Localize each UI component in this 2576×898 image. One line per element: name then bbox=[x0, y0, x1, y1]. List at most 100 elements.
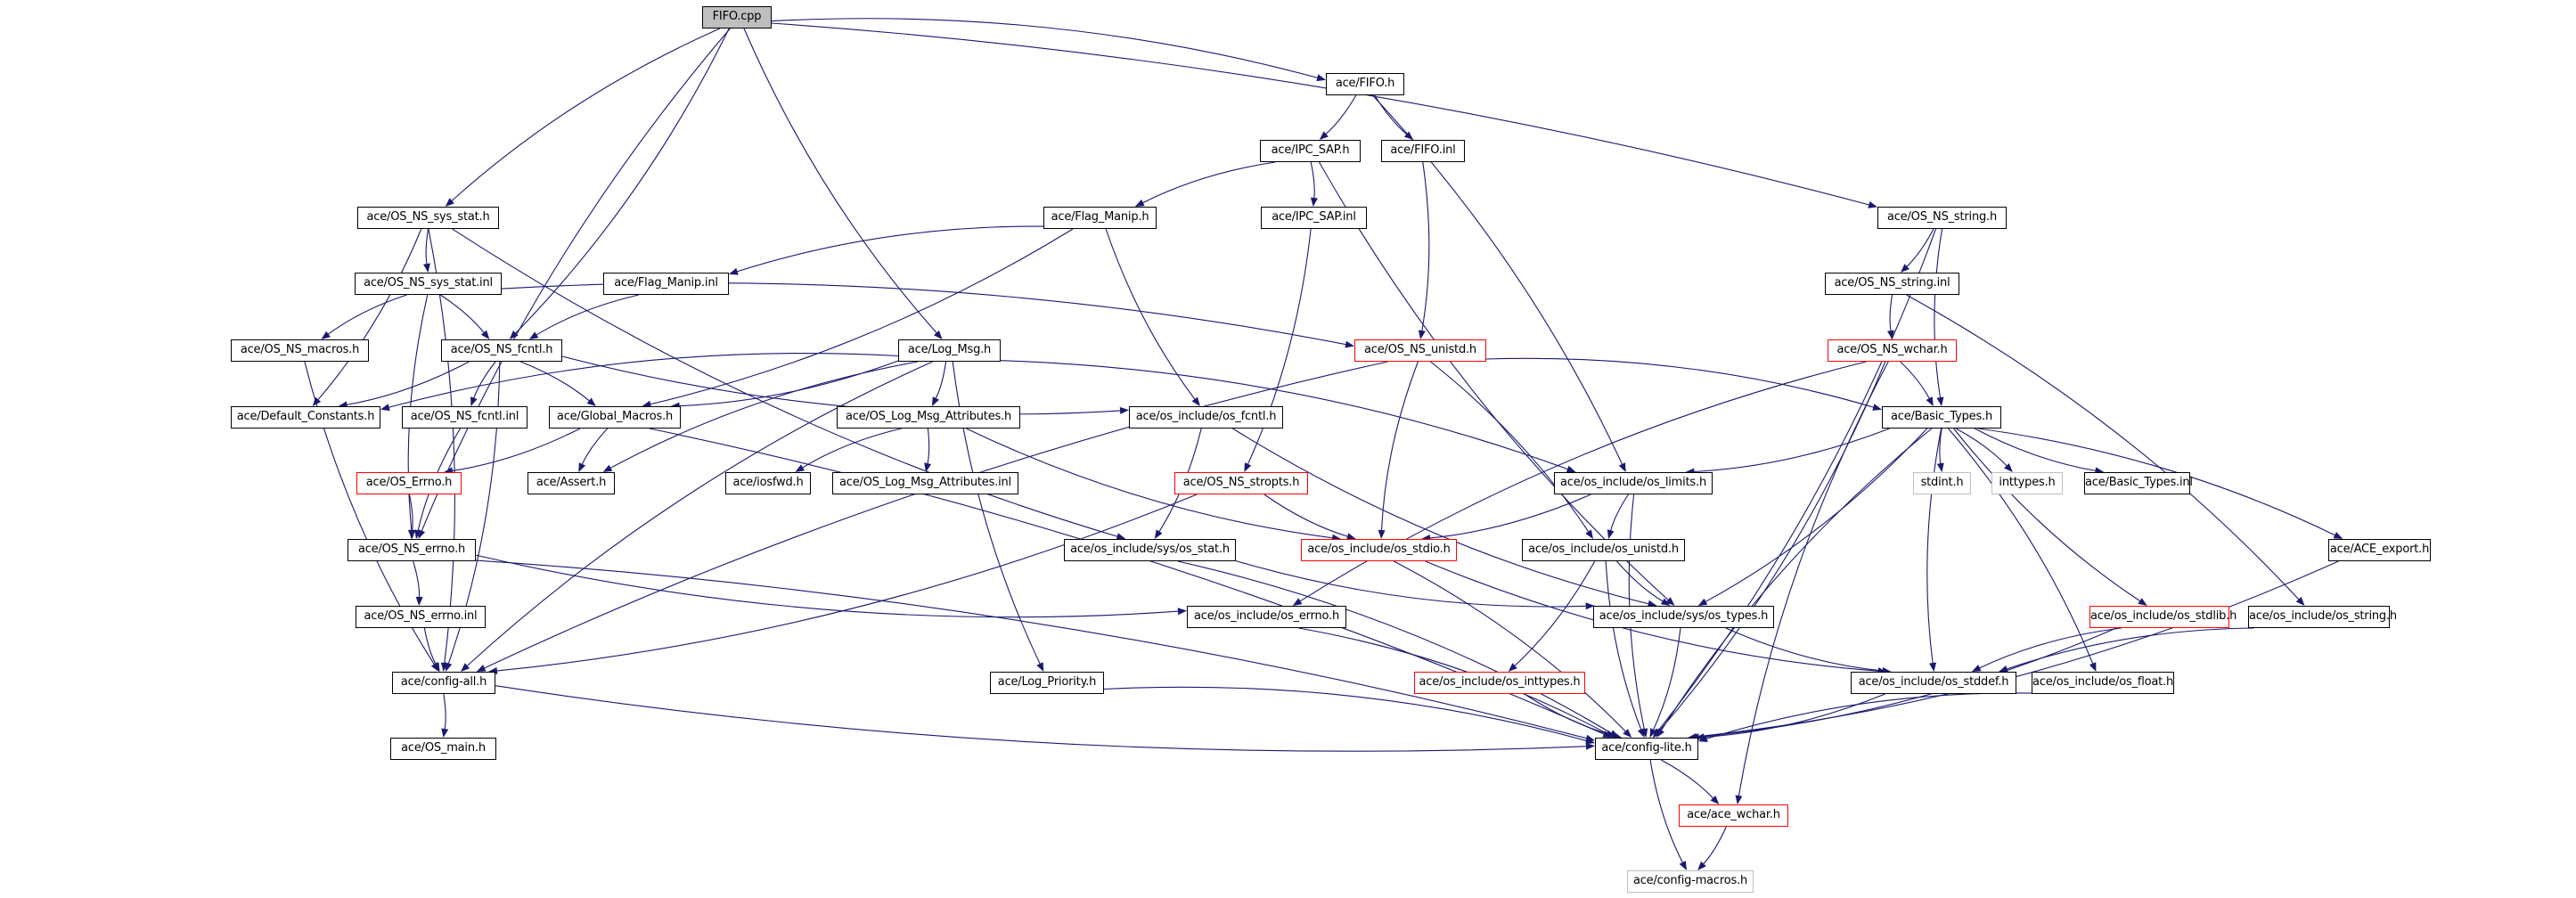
edge-flag-manip-h-to-flag-manip-inl bbox=[729, 225, 1044, 275]
edge-line bbox=[1485, 357, 1875, 408]
graph-node-fifo-h[interactable]: ace/FIFO.h bbox=[1326, 73, 1404, 95]
graph-node-os-float-h[interactable]: ace/os_include/os_float.h bbox=[2032, 672, 2174, 694]
edge-arrowhead-icon bbox=[2295, 597, 2305, 606]
graph-node-ipc-sap-inl[interactable]: ace/IPC_SAP.inl bbox=[1261, 207, 1367, 229]
graph-node-ace-wchar-h[interactable]: ace/ace_wchar.h bbox=[1679, 804, 1788, 827]
graph-node-os-fcntl-h[interactable]: ace/os_include/os_fcntl.h bbox=[1129, 406, 1283, 429]
edge-basic-types-h-to-ace-export-h bbox=[1978, 428, 2343, 539]
graph-node-assert-h[interactable]: ace/Assert.h bbox=[527, 472, 615, 494]
graph-node-os-log-msg-attributes-h[interactable]: ace/OS_Log_Msg_Attributes.h bbox=[837, 406, 1020, 429]
graph-node-sys-os-types-h[interactable]: ace/os_include/sys/os_types.h bbox=[1593, 606, 1774, 628]
graph-node-os-ns-errno-h[interactable]: ace/OS_NS_errno.h bbox=[348, 539, 476, 561]
edge-line bbox=[519, 361, 591, 402]
edge-arrowhead-icon bbox=[1735, 795, 1743, 804]
edge-os-float-h-to-config-lite-h bbox=[1698, 692, 2032, 742]
edge-arrowhead-icon bbox=[1999, 665, 2008, 673]
graph-node-flag-manip-inl[interactable]: ace/Flag_Manip.inl bbox=[603, 273, 729, 295]
edge-os-ns-string-h-to-basic-types-h bbox=[1934, 228, 1944, 406]
edge-ipc-sap-inl-to-os-ns-stropts-h bbox=[1244, 228, 1312, 472]
edge-line bbox=[1906, 294, 2300, 600]
graph-node-os-stdlib-h[interactable]: ace/os_include/os_stdlib.h bbox=[2089, 606, 2237, 628]
graph-node-os-main-h[interactable]: ace/OS_main.h bbox=[390, 738, 496, 760]
edge-arrowhead-icon bbox=[1612, 731, 1623, 739]
edge-line bbox=[771, 18, 1319, 79]
graph-node-os-ns-fcntl-inl[interactable]: ace/OS_NS_fcntl.inl bbox=[402, 406, 527, 429]
graph-node-os-stddef-h[interactable]: ace/os_include/os_stddef.h bbox=[1851, 672, 2016, 694]
edge-arrowhead-icon bbox=[586, 397, 596, 406]
edge-sys-os-types-h-to-os-stddef-h bbox=[1725, 627, 1892, 674]
graph-node-os-ns-errno-inl[interactable]: ace/OS_NS_errno.inl bbox=[356, 606, 486, 628]
graph-node-iosfwd-h[interactable]: ace/iosfwd.h bbox=[725, 472, 811, 494]
edge-arrowhead-icon bbox=[470, 396, 478, 406]
graph-node-default-constants-h[interactable]: ace/Default_Constants.h bbox=[231, 406, 380, 429]
graph-node-os-ns-wchar-h[interactable]: ace/OS_NS_wchar.h bbox=[1828, 339, 1957, 362]
graph-node-os-errno-cap-h[interactable]: ace/OS_Errno.h bbox=[356, 472, 462, 494]
graph-node-os-inttypes-h[interactable]: ace/os_include/os_inttypes.h bbox=[1414, 672, 1585, 694]
graph-node-os-errno-h[interactable]: ace/os_include/os_errno.h bbox=[1187, 606, 1346, 628]
graph-node-os-string-h[interactable]: ace/os_include/os_string.h bbox=[2248, 606, 2397, 628]
edge-line bbox=[317, 228, 422, 401]
edge-os-ns-unistd-h-to-basic-types-h bbox=[1485, 357, 1882, 411]
graph-node-os-ns-string-inl[interactable]: ace/OS_NS_string.inl bbox=[1825, 273, 1959, 295]
graph-node-config-all-h[interactable]: ace/config-all.h bbox=[392, 672, 495, 694]
graph-node-sys-os-stat-h[interactable]: ace/os_include/sys/os_stat.h bbox=[1064, 539, 1236, 561]
edge-line bbox=[1425, 560, 1879, 672]
edge-os-ns-string-h-to-os-ns-string-inl bbox=[1901, 228, 1934, 273]
edge-flag-manip-inl-to-os-ns-fcntl-h bbox=[528, 294, 639, 339]
edge-line bbox=[743, 28, 938, 334]
edge-line bbox=[514, 28, 730, 334]
edge-line bbox=[1889, 294, 1893, 332]
graph-node-ipc-sap-h[interactable]: ace/IPC_SAP.h bbox=[1260, 140, 1361, 162]
graph-node-log-priority-h[interactable]: ace/Log_Priority.h bbox=[990, 672, 1104, 694]
edge-os-ns-wchar-h-to-basic-types-h bbox=[1900, 361, 1934, 406]
edge-os-ns-unistd-h-to-os-unistd-h bbox=[1430, 361, 1593, 539]
graph-node-os-ns-stropts-h[interactable]: ace/OS_NS_stropts.h bbox=[1174, 472, 1308, 494]
edge-global-macros-h-to-assert-h bbox=[578, 428, 609, 472]
graph-node-flag-manip-h[interactable]: ace/Flag_Manip.h bbox=[1043, 207, 1157, 229]
edge-fifo-cpp-to-log-msg-h bbox=[743, 28, 943, 339]
edge-line bbox=[1524, 693, 1615, 737]
graph-node-fifo-inl[interactable]: ace/FIFO.inl bbox=[1381, 140, 1465, 162]
graph-node-os-ns-string-h[interactable]: ace/OS_NS_string.h bbox=[1877, 207, 2007, 229]
graph-node-os-unistd-h[interactable]: ace/os_include/os_unistd.h bbox=[1522, 539, 1685, 561]
graph-node-os-log-msg-attributes-inl[interactable]: ace/OS_Log_Msg_Attributes.inl bbox=[832, 472, 1018, 494]
edge-line bbox=[1906, 228, 1934, 268]
edge-arrowhead-icon bbox=[1585, 742, 1595, 750]
edge-arrowhead-icon bbox=[1244, 462, 1252, 472]
edge-arrowhead-icon bbox=[1134, 199, 1145, 207]
graph-node-basic-types-h[interactable]: ace/Basic_Types.h bbox=[1882, 406, 2001, 429]
edge-line bbox=[1394, 560, 1627, 732]
edge-os-stdio-h-to-config-lite-h bbox=[1394, 560, 1632, 738]
graph-node-inttypes-h: inttypes.h bbox=[1991, 472, 2063, 494]
graph-node-config-lite-h[interactable]: ace/config-lite.h bbox=[1595, 738, 1698, 760]
edge-fifo-cpp-to-os-ns-sys-stat-h bbox=[445, 28, 721, 207]
edge-line bbox=[2006, 627, 2254, 670]
edge-line bbox=[1380, 361, 1419, 532]
edge-line bbox=[935, 361, 947, 400]
graph-node-os-ns-macros-h[interactable]: ace/OS_NS_macros.h bbox=[231, 339, 369, 362]
edge-basic-types-h-to-config-lite-h bbox=[1656, 428, 1933, 738]
graph-node-log-msg-h[interactable]: ace/Log_Msg.h bbox=[898, 339, 1001, 362]
edge-line bbox=[1247, 228, 1312, 466]
edge-arrowhead-icon bbox=[1119, 406, 1129, 414]
graph-node-os-ns-sys-stat-inl[interactable]: ace/OS_NS_sys_stat.inl bbox=[355, 273, 502, 295]
edge-arrowhead-icon bbox=[578, 462, 586, 472]
edge-os-ns-sys-stat-inl-to-os-ns-macros-h bbox=[321, 294, 407, 339]
graph-node-os-stdio-h[interactable]: ace/os_include/os_stdio.h bbox=[1301, 539, 1457, 561]
graph-node-os-ns-sys-stat-h[interactable]: ace/OS_NS_sys_stat.h bbox=[357, 207, 499, 229]
edge-line bbox=[1325, 94, 1357, 135]
graph-node-global-macros-h[interactable]: ace/Global_Macros.h bbox=[549, 406, 681, 429]
edge-log-msg-h-to-default-constants-h bbox=[380, 353, 899, 412]
edge-line bbox=[1703, 693, 1885, 738]
graph-node-ace-export-h[interactable]: ace/ACE_export.h bbox=[2328, 539, 2431, 561]
edge-config-lite-h-to-config-macros-h bbox=[1649, 759, 1687, 870]
graph-node-os-ns-unistd-h[interactable]: ace/OS_NS_unistd.h bbox=[1354, 339, 1486, 362]
graph-node-os-limits-h[interactable]: ace/os_include/os_limits.h bbox=[1554, 472, 1713, 494]
graph-node-basic-types-inl[interactable]: ace/Basic_Types.inl bbox=[2084, 472, 2193, 494]
edge-basic-types-h-to-os-limits-h bbox=[1685, 428, 1890, 476]
edge-arrowhead-icon bbox=[1378, 529, 1386, 539]
edge-line bbox=[346, 361, 470, 406]
graph-node-os-ns-fcntl-h[interactable]: ace/OS_NS_fcntl.h bbox=[441, 339, 562, 362]
edge-os-log-msg-attributes-h-to-iosfwd-h bbox=[795, 428, 902, 472]
edge-os-inttypes-h-to-config-lite-h bbox=[1524, 693, 1623, 739]
